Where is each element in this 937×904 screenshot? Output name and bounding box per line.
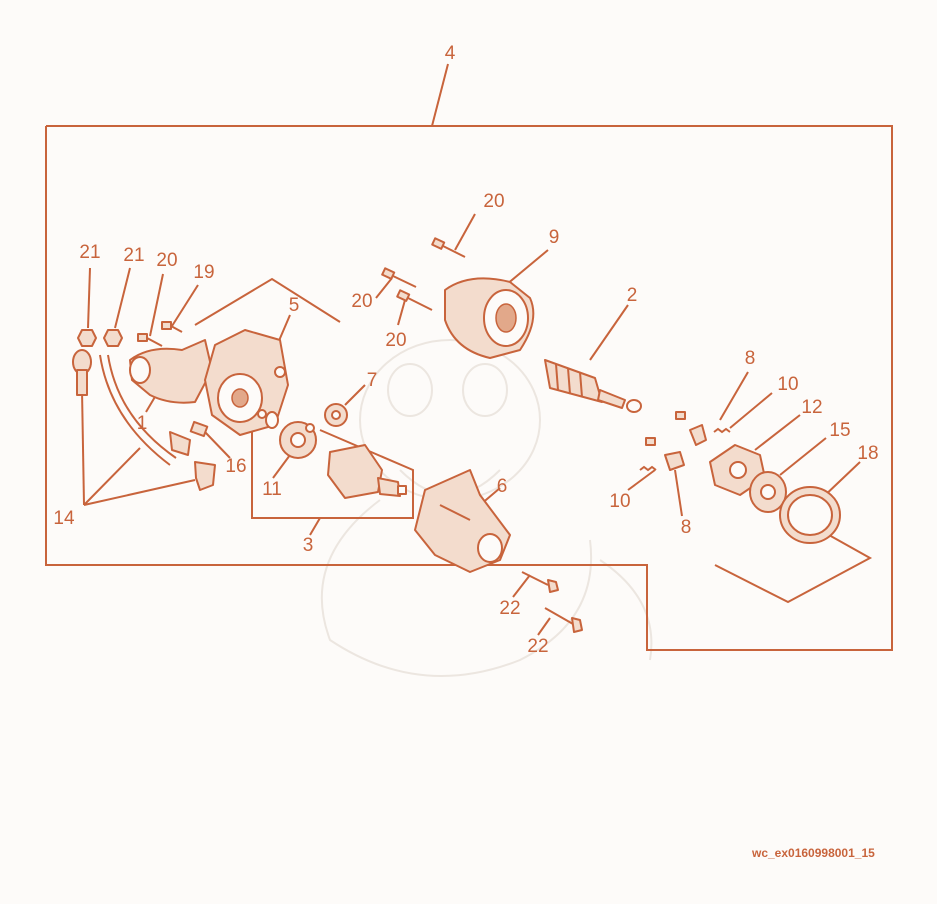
callout-1: 1 [137, 413, 148, 434]
assembly-4-boundary [45, 63, 893, 651]
callout-9: 9 [549, 227, 560, 248]
callout-20: 20 [351, 291, 372, 312]
callout-8: 8 [681, 517, 692, 538]
callout-14: 14 [53, 508, 75, 529]
callout-18: 18 [857, 443, 878, 464]
solenoid-1 [129, 339, 213, 404]
bolt-20-low [396, 289, 433, 311]
parts [72, 237, 841, 633]
callout-10: 10 [609, 491, 630, 512]
callout-20: 20 [483, 191, 504, 212]
nut-21-left [77, 329, 97, 347]
callout-21: 21 [79, 242, 100, 263]
callout-15: 15 [829, 420, 850, 441]
o-ring-18 [779, 486, 841, 544]
housing-9 [444, 277, 535, 359]
clip-16 [189, 420, 209, 438]
callout-22: 22 [527, 636, 548, 657]
armature-2 [544, 359, 642, 413]
washer [265, 411, 279, 429]
bolt-22-lower [544, 607, 583, 633]
callout-3: 3 [303, 535, 314, 556]
callout-12: 12 [801, 397, 822, 418]
drive-clutch [327, 444, 407, 499]
callout-7: 7 [367, 370, 378, 391]
reference-code: wc_ex0160998001_15 [751, 846, 875, 860]
cable-14 [72, 349, 216, 491]
brush-8-lower [664, 451, 685, 471]
bolt-19 [161, 321, 183, 333]
callout-4: 4 [445, 43, 456, 64]
brush-8-upper [689, 424, 707, 446]
callout-6: 6 [497, 476, 508, 497]
callout-20: 20 [156, 250, 177, 271]
bolt-20-top [431, 237, 466, 258]
callout-11: 11 [262, 479, 282, 500]
leader-lines [81, 213, 861, 636]
nut-21-right [103, 329, 123, 347]
bolt-20-mid [381, 267, 417, 288]
callout-19: 19 [193, 262, 214, 283]
spring-10-upper [713, 427, 731, 434]
callouts: 4 20 9 2 21 21 20 19 5 20 20 7 1 16 11 1… [53, 43, 878, 657]
small-fasteners [645, 411, 686, 446]
spring-10-lower [639, 465, 657, 472]
plate-15 [749, 471, 787, 513]
gear-7 [324, 403, 348, 427]
callout-5: 5 [289, 295, 300, 316]
bolt-22-upper [521, 571, 559, 593]
subassembly-brackets [194, 277, 873, 604]
callout-2: 2 [627, 285, 638, 306]
bolt-20-left [137, 333, 163, 347]
callout-10: 10 [777, 374, 798, 395]
gear-11 [279, 421, 317, 459]
callout-21: 21 [123, 245, 144, 266]
callout-16: 16 [225, 456, 246, 477]
callout-20: 20 [385, 330, 406, 351]
nose-housing-6 [414, 469, 511, 573]
callout-8: 8 [745, 348, 756, 369]
callout-22: 22 [499, 598, 520, 619]
